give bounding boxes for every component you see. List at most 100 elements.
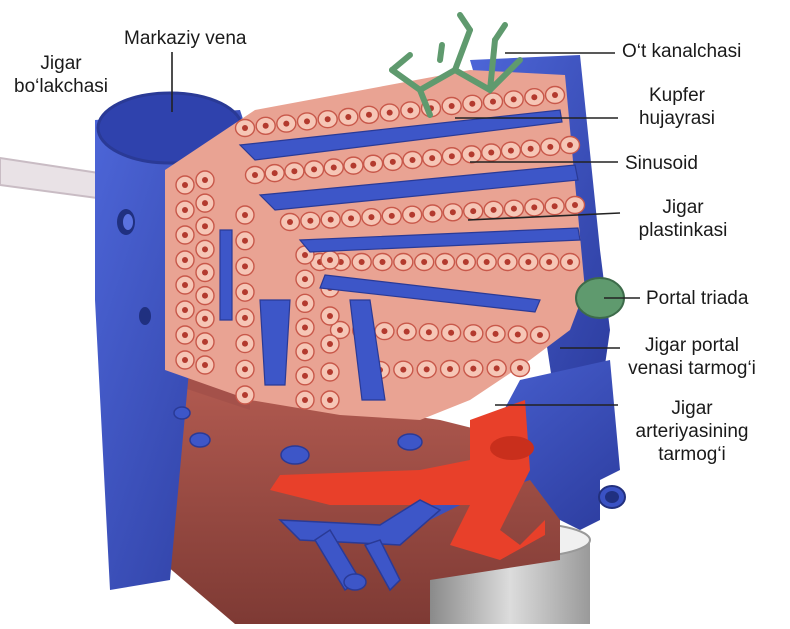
hepatocyte-nucleus xyxy=(517,365,523,371)
hepatocyte-nucleus xyxy=(242,263,248,269)
hepatocyte-nucleus xyxy=(302,276,308,282)
hepatocyte-nucleus xyxy=(387,110,393,116)
hepatocyte-nucleus xyxy=(302,252,308,258)
hepatocyte-nucleus xyxy=(182,232,188,238)
hepatocyte-nucleus xyxy=(511,206,517,212)
hepatocyte-nucleus xyxy=(182,332,188,338)
label-jigar-portal-venasi: Jigar portal venasi tarmog‘i xyxy=(622,334,762,380)
hepatocyte-nucleus xyxy=(505,259,511,265)
hepatocyte-nucleus xyxy=(242,366,248,372)
hepatocyte-nucleus xyxy=(515,331,521,337)
hepatocyte-nucleus xyxy=(470,330,476,336)
hepatocyte-nucleus xyxy=(331,165,337,171)
hepatocyte-nucleus xyxy=(404,329,410,335)
hepatocyte-nucleus xyxy=(572,202,578,208)
hepatocyte-nucleus xyxy=(345,114,351,120)
hepatocyte-nucleus xyxy=(531,204,537,210)
hepatocyte-nucleus xyxy=(450,209,456,215)
hepatocyte-nucleus xyxy=(567,142,573,148)
hepatocyte-nucleus xyxy=(470,366,476,372)
hepatocyte-nucleus xyxy=(546,259,552,265)
hepatocyte-nucleus xyxy=(429,155,435,161)
hepatocyte-nucleus xyxy=(242,289,248,295)
hepatocyte-nucleus xyxy=(491,207,497,213)
hepatocyte-nucleus xyxy=(409,212,415,218)
hepatocyte-nucleus xyxy=(469,101,475,107)
hepatocyte-nucleus xyxy=(327,369,333,375)
hepatocyte-nucleus xyxy=(302,373,308,379)
hepatocyte-nucleus xyxy=(182,307,188,313)
hepatocyte-nucleus xyxy=(508,148,514,154)
hepatocyte-nucleus xyxy=(291,168,297,174)
hepatocyte-nucleus xyxy=(202,177,208,183)
label-ot-kanalchasi: O‘t kanalchasi xyxy=(622,40,741,63)
hepatocyte-nucleus xyxy=(182,207,188,213)
hepatocyte-nucleus xyxy=(182,282,188,288)
hepatocyte-nucleus xyxy=(242,212,248,218)
hepatocyte-nucleus xyxy=(302,349,308,355)
hepatocyte-nucleus xyxy=(525,259,531,265)
hepatocyte-nucleus xyxy=(537,332,543,338)
hepatocyte-nucleus xyxy=(302,397,308,403)
hepatocyte-nucleus xyxy=(202,270,208,276)
hepatocyte-nucleus xyxy=(182,357,188,363)
hepatocyte-nucleus xyxy=(528,146,534,152)
hepatocyte-nucleus xyxy=(389,213,395,219)
hepatocyte-nucleus xyxy=(202,362,208,368)
hepatocyte-nucleus xyxy=(426,329,432,335)
hepatocyte-nucleus xyxy=(242,238,248,244)
hepatocyte-nucleus xyxy=(463,259,469,265)
hepatocyte-nucleus xyxy=(307,218,313,224)
hepatocyte-nucleus xyxy=(327,397,333,403)
hepatocyte-nucleus xyxy=(327,313,333,319)
hepatocyte-nucleus xyxy=(381,328,387,334)
hepatocyte-nucleus xyxy=(494,365,500,371)
hepatocyte-nucleus xyxy=(242,341,248,347)
hepatocyte-nucleus xyxy=(531,94,537,100)
hepatocyte-nucleus xyxy=(421,259,427,265)
hepatocyte-nucleus xyxy=(242,392,248,398)
hepatocyte-nucleus xyxy=(390,159,396,165)
hepatocyte-nucleus xyxy=(325,116,331,122)
hepatocyte-nucleus xyxy=(567,259,573,265)
label-jigar-arteriyasi: Jigar arteriyasining tarmog‘i xyxy=(622,397,762,466)
label-jigar-plastinkasi: Jigar plastinkasi xyxy=(624,196,742,242)
hepatocyte-nucleus xyxy=(424,366,430,372)
hepatocyte-nucleus xyxy=(202,339,208,345)
hepatocyte-nucleus xyxy=(410,157,416,163)
hepatocyte-nucleus xyxy=(493,331,499,337)
hepatocyte-nucleus xyxy=(328,217,334,223)
hepatocyte-nucleus xyxy=(552,92,558,98)
hepatocyte-nucleus xyxy=(182,182,188,188)
label-jigar-bolakchasi: Jigar bo‘lakchasi xyxy=(14,52,108,98)
hepatocyte-nucleus xyxy=(470,208,476,214)
hepatocyte-nucleus xyxy=(359,259,365,265)
hepatocyte-nucleus xyxy=(547,144,553,150)
hepatocyte-nucleus xyxy=(272,170,278,176)
hepatocyte-nucleus xyxy=(442,259,448,265)
hepatocyte-nucleus xyxy=(202,246,208,252)
hepatocyte-nucleus xyxy=(327,341,333,347)
hepatocyte-nucleus xyxy=(348,215,354,221)
hepatocyte-nucleus xyxy=(430,211,436,217)
hepatocyte-nucleus xyxy=(370,161,376,167)
hepatocyte-nucleus xyxy=(380,259,386,265)
hepatocyte-nucleus xyxy=(202,316,208,322)
hepatocyte-nucleus xyxy=(366,112,372,118)
hepatocyte-nucleus xyxy=(242,125,248,131)
hepatocyte-nucleus xyxy=(484,259,490,265)
hepatocyte-nucleus xyxy=(202,200,208,206)
hepatocyte-nucleus xyxy=(202,293,208,299)
hepatocyte-nucleus xyxy=(252,172,258,178)
hepatocyte-nucleus xyxy=(202,223,208,229)
hepatocyte-nucleus xyxy=(327,257,333,263)
hepatocyte-nucleus xyxy=(407,107,413,113)
hepatocyte-nucleus xyxy=(311,166,317,172)
label-sinusoid: Sinusoid xyxy=(625,152,698,175)
hepatocyte-nucleus xyxy=(552,203,558,209)
hepatocyte-nucleus xyxy=(283,121,289,127)
hepatocyte-nucleus xyxy=(511,96,517,102)
hepatocyte-nucleus xyxy=(400,259,406,265)
hepatocyte-nucleus xyxy=(469,151,475,157)
